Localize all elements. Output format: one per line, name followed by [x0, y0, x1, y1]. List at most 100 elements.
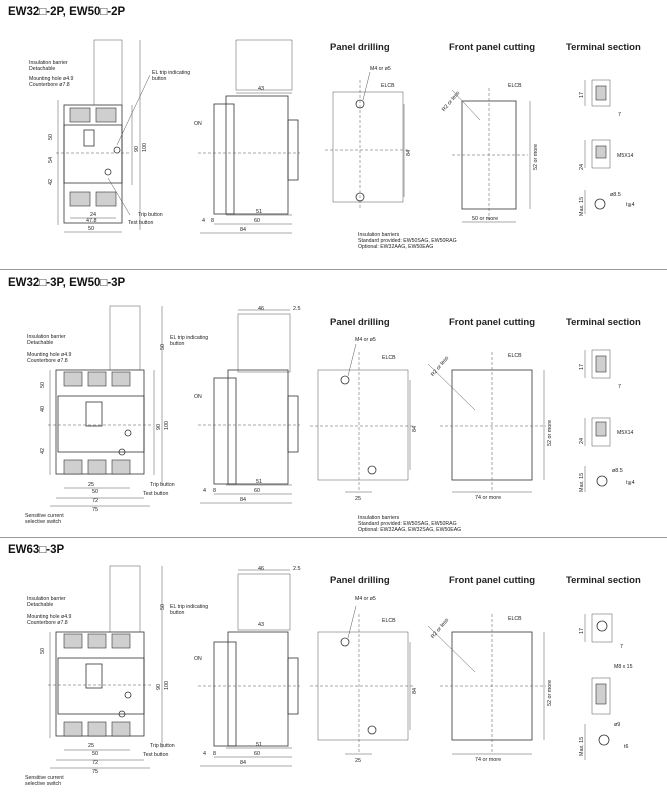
elcb-cut-label: ELCB [508, 353, 522, 359]
dim-front-h2: 40 [40, 406, 46, 412]
dim-front-r2: 90 [134, 146, 140, 152]
dim-front-r2: 90 [156, 684, 162, 690]
on-label: ON [194, 394, 202, 400]
screw-label: M5X14 [617, 430, 634, 436]
sensitive-switch-label: Sensitive current selective switch [25, 775, 64, 787]
dim-panel-84: 84 [406, 150, 412, 156]
terminal-section-header: Terminal section [566, 575, 641, 586]
front-panel-cutting-header: Front panel cutting [449, 317, 536, 328]
m4-label: M4 or ø5 [355, 337, 376, 343]
on-label: ON [194, 121, 202, 127]
dim-term-dia: ø8.5 [612, 468, 623, 474]
dim-side-7: 8 [213, 488, 216, 494]
test-button-label: Test button [143, 491, 169, 497]
dim-side-6: 84 [240, 760, 246, 766]
m4-label: M4 or ø5 [370, 66, 391, 72]
panel-drilling-header: Panel drilling [330, 317, 390, 328]
screw-label: M8 x 15 [614, 664, 633, 670]
dim-cut-h: 52 or more [547, 419, 553, 446]
insulation-barrier-label: Insulation barrier Detachable [27, 334, 66, 346]
dim-term-max: Max. 15 [579, 736, 585, 756]
dim-side-5: 4 [202, 218, 205, 224]
dim-side-4: 51 [256, 742, 262, 748]
dim-side-1: 43 [258, 86, 264, 92]
trip-button-label: Trip button [138, 212, 163, 218]
dim-front-w2: 50 [92, 751, 98, 757]
insulation-barrier-label: Insulation barrier Detachable [29, 60, 68, 72]
dim-side-8: 8 [213, 751, 216, 757]
insulation-notes: Insulation barriers Standard provided: E… [358, 515, 462, 533]
dim-side-4: 60 [254, 488, 260, 494]
dim-side-4: 84 [240, 227, 246, 233]
trip-button-label: Trip button [150, 743, 175, 749]
dim-front-w3: 72 [92, 498, 98, 504]
dim-side-5: 84 [240, 497, 246, 503]
dim-side-2: 2.5 [293, 306, 301, 312]
section-separator [0, 537, 667, 538]
dim-term-17: 17 [579, 92, 585, 98]
dim-front-w3: 72 [92, 760, 98, 766]
section-title: EW32□-2P, EW50□-2P [8, 6, 126, 18]
mounting-hole-label: Mounting hole ø4.9 Counterbore ø7.8 [29, 76, 74, 88]
section-3p-drawing [48, 305, 611, 507]
dim-side-7: 4 [203, 751, 206, 757]
dim-panel-25: 25 [355, 758, 361, 764]
dim-side-1: 46 [258, 566, 264, 572]
dim-term-7: 7 [618, 112, 621, 118]
elcb-label: ELCB [382, 618, 396, 624]
dim-front-h1: 50 [40, 648, 46, 654]
dim-term-17: 17 [579, 628, 585, 634]
dim-side-5: 60 [254, 751, 260, 757]
dim-term-7: 7 [618, 384, 621, 390]
dim-cut-h: 52 or more [533, 143, 539, 170]
section-63-3p: EW63□-3P Panel drilling Front panel cutt… [0, 538, 667, 806]
front-panel-cutting-header: Front panel cutting [449, 42, 536, 53]
dim-front-r3: 50 [160, 344, 166, 350]
el-trip-label: EL trip indicating button [170, 335, 209, 347]
dim-term-max: Max. 15 [579, 472, 585, 492]
dim-front-w2: 50 [92, 489, 98, 495]
dim-cut-w: 74 or more [475, 495, 502, 501]
front-panel-cutting-header: Front panel cutting [449, 575, 536, 586]
dim-panel-84: 84 [412, 688, 418, 694]
t-label: t≦4 [626, 202, 635, 208]
dim-panel-25: 25 [355, 496, 361, 502]
dim-side-3: 60 [254, 218, 260, 224]
dim-cut-w: 74 or more [475, 757, 502, 763]
dim-side-3: 51 [256, 479, 262, 485]
el-trip-label: EL trip indicating button [170, 604, 209, 616]
dim-front-w3: 50 [88, 226, 94, 232]
dim-front-w1: 25 [88, 743, 94, 749]
section-title: EW32□-3P, EW50□-3P [8, 277, 126, 289]
dim-term-24: 24 [579, 164, 585, 170]
dim-front-w1: 24 [90, 212, 96, 218]
dim-front-h1: 50 [40, 382, 46, 388]
dim-front-h2: 54 [48, 157, 54, 163]
mounting-hole-label: Mounting hole ø4.9 Counterbore ø7.8 [27, 614, 72, 626]
dim-front-h3: 42 [40, 448, 46, 454]
dim-side-2: 51 [256, 209, 262, 215]
elcb-cut-label: ELCB [508, 616, 522, 622]
dim-front-r1: 100 [164, 681, 170, 690]
elcb-cut-label: ELCB [508, 83, 522, 89]
dim-side-1: 46 [258, 306, 264, 312]
panel-drilling-header: Panel drilling [330, 42, 390, 53]
elcb-label: ELCB [381, 83, 395, 89]
dim-term-17: 17 [579, 364, 585, 370]
on-label: ON [194, 656, 202, 662]
trip-button-label: Trip button [150, 482, 175, 488]
test-button-label: Test button [128, 220, 154, 226]
insulation-barrier-label: Insulation barrier Detachable [27, 596, 66, 608]
mounting-hole-label: Mounting hole ø4.9 Counterbore ø7.8 [27, 352, 72, 364]
t-label: t≦4 [626, 480, 635, 486]
screw-label: M5X14 [617, 153, 634, 159]
section-3p: EW32□-3P, EW50□-3P Panel drilling Front … [0, 270, 667, 536]
dim-side-6: 4 [203, 488, 206, 494]
elcb-label: ELCB [382, 355, 396, 361]
dim-front-r2: 90 [156, 424, 162, 430]
dim-side-3: 43 [258, 622, 264, 628]
section-2p: EW32□-2P, EW50□-2P Panel drilling Front … [0, 0, 667, 268]
section-2p-drawing [56, 39, 611, 234]
dim-panel-84: 84 [412, 426, 418, 432]
dim-cut-h: 52 or more [547, 679, 553, 706]
